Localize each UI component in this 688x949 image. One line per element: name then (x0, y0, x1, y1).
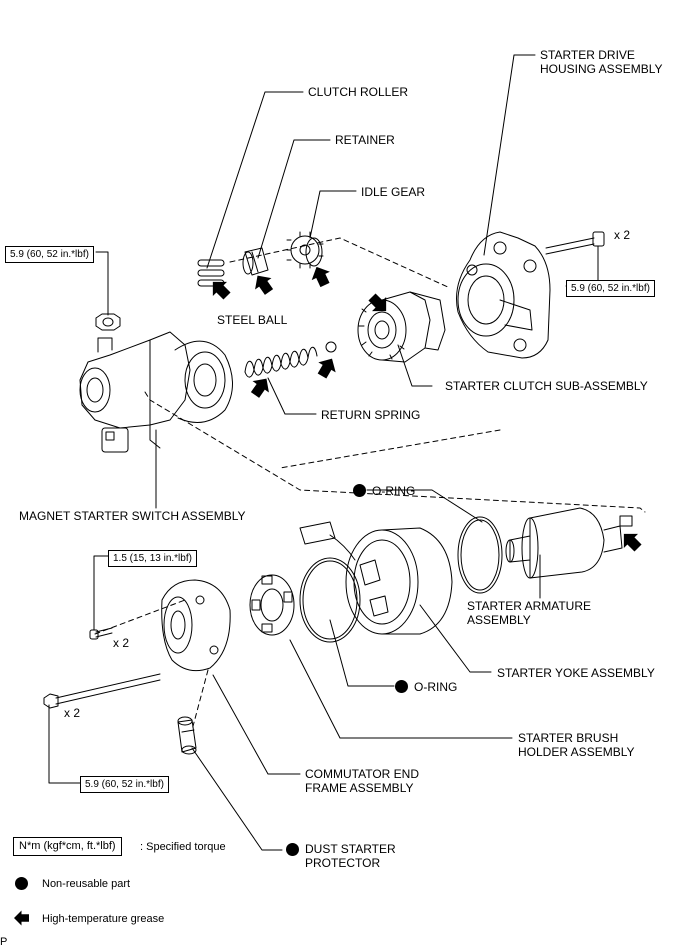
dust-protector-part (177, 716, 197, 755)
grease-arrow-icon (311, 266, 330, 288)
grease-arrow-icon (255, 275, 274, 295)
through-bolt (43, 673, 161, 709)
grease-arrow-icon (623, 533, 642, 552)
legend-grease-arrow-icon (14, 910, 29, 926)
frame-screw (89, 627, 113, 640)
dust-protector-label: DUST STARTER PROTECTOR (305, 842, 396, 870)
starter-drive-housing-part (456, 231, 551, 359)
starter-yoke-label: STARTER YOKE ASSEMBLY (497, 666, 655, 680)
grease-arrow-icon (317, 358, 336, 379)
starter-armature-label: STARTER ARMATURE ASSEMBLY (467, 599, 592, 627)
starter-armature-part (505, 507, 633, 579)
nonreusable-dot-icon (353, 484, 366, 497)
qty-housing-bolt: x 2 (614, 228, 631, 242)
upper-oring-label: O-RING (372, 484, 416, 498)
brush-holder-label: STARTER BRUSH HOLDER ASSEMBLY (518, 731, 635, 759)
legend-nonreusable-label: Non-reusable part (42, 878, 131, 890)
magnet-switch-label: MAGNET STARTER SWITCH ASSEMBLY (19, 509, 246, 523)
starter-clutch-part (357, 291, 446, 363)
magnet-switch-part (79, 331, 233, 453)
grease-arrows (14, 266, 642, 926)
lower-oring-label: O-RING (414, 680, 458, 694)
steel-ball-label: STEEL BALL (217, 313, 288, 327)
retainer-part (242, 247, 269, 276)
legend-torque-box: N*m (kgf*cm, ft.*lbf) (13, 837, 122, 856)
qty-through-bolt: x 2 (64, 706, 81, 720)
torque-box-through-bolt: 5.9 (60, 52 in.*lbf) (80, 776, 169, 793)
torque-box-housing-bolt: 5.9 (60, 52 in.*lbf) (566, 280, 655, 297)
steel-ball-part (325, 341, 337, 353)
legend-torque-desc: : Specified torque (140, 841, 226, 853)
legend-nonreusable-dot-icon (15, 877, 28, 890)
torque-box-frame-screw: 1.5 (15, 13 in.*lbf) (108, 550, 197, 567)
switch-nut (95, 313, 121, 331)
brush-holder-part (249, 574, 295, 636)
commutator-frame-label: COMMUTATOR END FRAME ASSEMBLY (305, 767, 419, 795)
grease-arrow-icon (368, 293, 387, 312)
housing-bolt (545, 231, 605, 255)
nonreusable-dot-icon (286, 843, 299, 856)
idle-gear-part (286, 231, 324, 269)
idle-gear-label: IDLE GEAR (361, 185, 426, 199)
grease-arrow-icon (212, 281, 231, 300)
legend-grease-label: High-temperature grease (42, 913, 165, 925)
lower-oring-part (299, 557, 361, 643)
starter-drive-housing-label: STARTER DRIVE HOUSING ASSEMBLY (540, 48, 663, 76)
grease-arrow-icon (250, 378, 269, 398)
return-spring-part (244, 346, 318, 378)
starter-clutch-label: STARTER CLUTCH SUB-ASSEMBLY (445, 379, 648, 393)
retainer-label: RETAINER (335, 133, 395, 147)
commutator-frame-part (161, 579, 231, 672)
footer-mark: P (0, 936, 8, 948)
assembly-axis-lines (94, 237, 646, 731)
leader-lines (48, 54, 599, 851)
nonreusable-dot-icon (395, 680, 408, 693)
clutch-roller-label: CLUTCH ROLLER (308, 85, 409, 99)
torque-box-switch-nut: 5.9 (60, 52 in.*lbf) (5, 246, 94, 263)
upper-oring-part (457, 516, 503, 594)
return-spring-label: RETURN SPRING (321, 408, 421, 422)
qty-frame-screw: x 2 (113, 636, 130, 650)
